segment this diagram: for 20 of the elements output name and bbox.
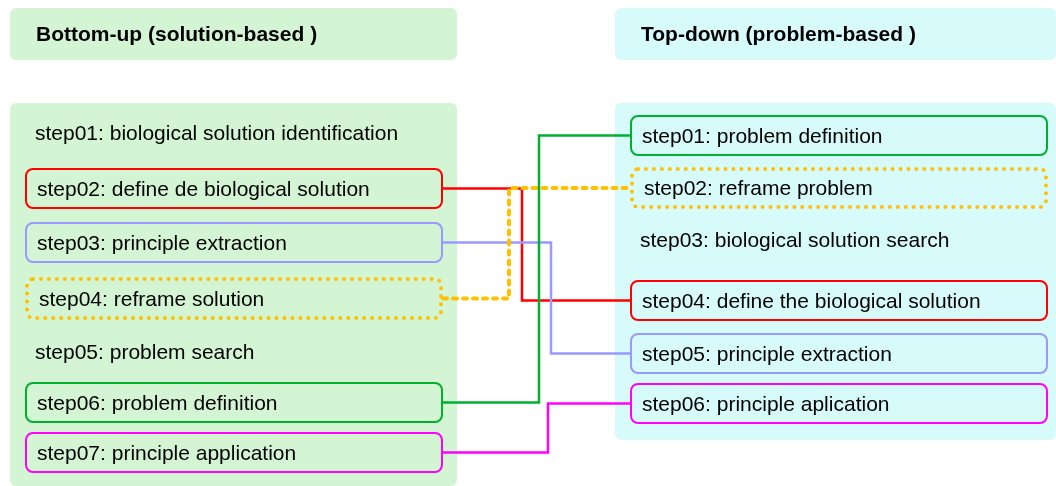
step-label: step05: problem search — [25, 333, 443, 371]
connector-line — [443, 241, 630, 355]
section-header: Bottom-up (solution-based ) — [10, 8, 457, 60]
step-box: step07: principle application — [25, 432, 443, 473]
panel-background — [615, 103, 1056, 440]
step-box: step06: problem definition — [25, 382, 443, 423]
step-box: step02: reframe problem — [630, 167, 1048, 209]
connector-line — [443, 134, 630, 404]
step-box: step02: define de biological solution — [25, 168, 443, 209]
step-box: step04: define the biological solution — [630, 280, 1048, 321]
step-box: step06: principle aplication — [630, 383, 1048, 424]
connector-line — [443, 402, 630, 454]
step-box: step05: principle extraction — [630, 333, 1048, 374]
step-box: step04: reframe solution — [25, 277, 443, 320]
step-box: step03: principle extraction — [25, 222, 443, 263]
panel-background — [10, 103, 457, 486]
step-label: step03: biological solution search — [630, 221, 1048, 259]
step-box: step01: problem definition — [630, 115, 1048, 156]
section-header: Top-down (problem-based ) — [615, 8, 1056, 60]
step-label: step01: biological solution identification — [25, 114, 445, 152]
